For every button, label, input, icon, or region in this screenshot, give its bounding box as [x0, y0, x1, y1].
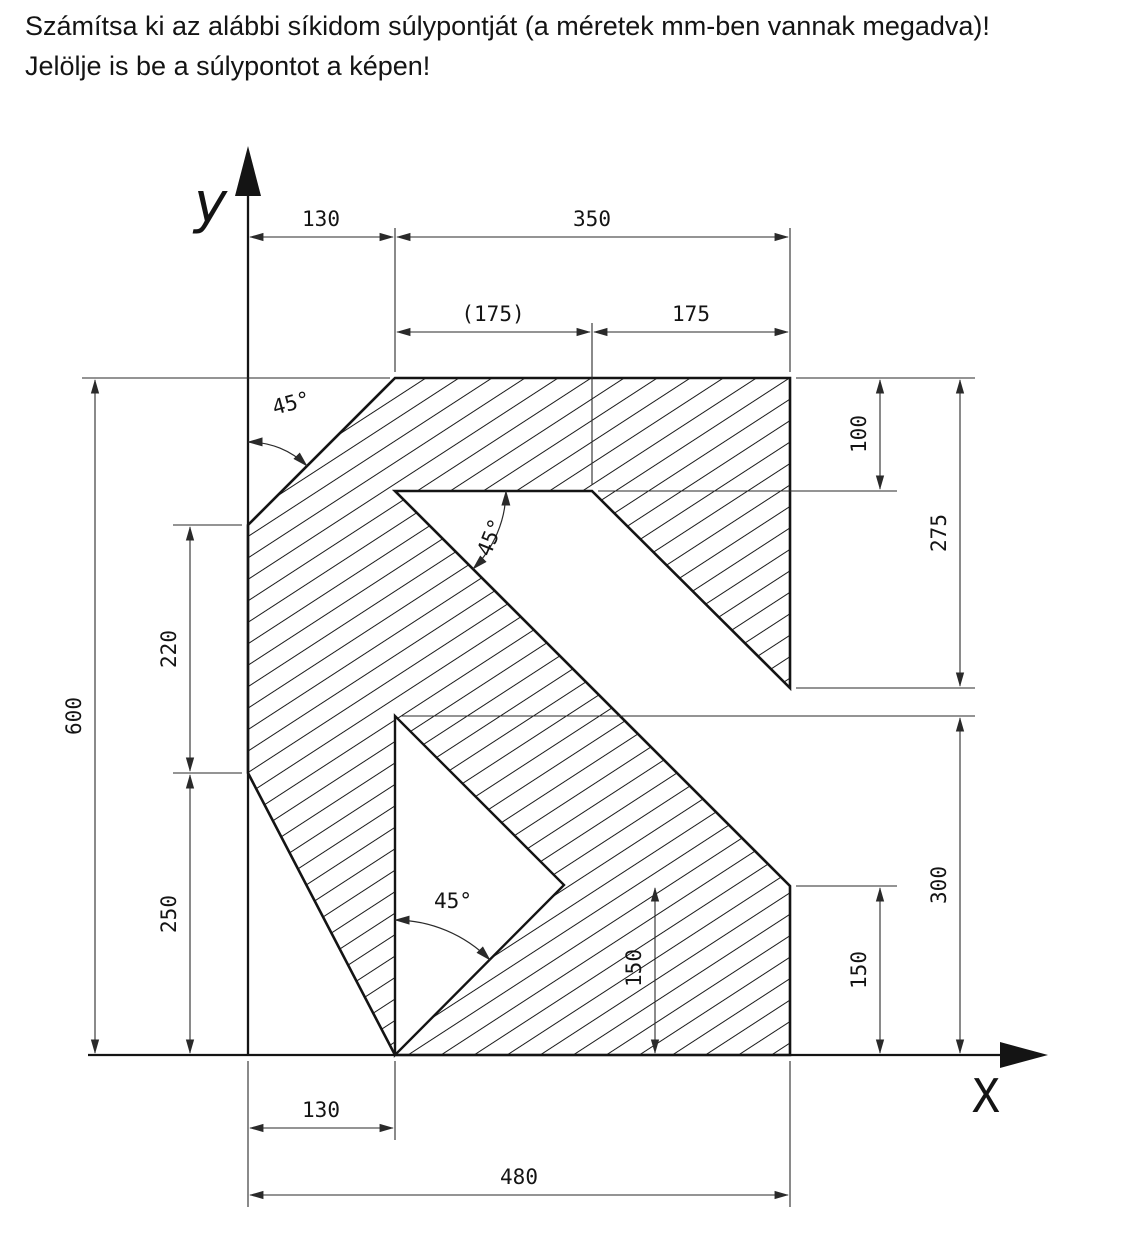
angle-top-45-value: 45°: [270, 387, 313, 420]
dim-bottom-480-value: 480: [500, 1165, 538, 1189]
dim-left-220: 220: [157, 526, 195, 772]
dim-bottom-480: 480: [249, 1165, 789, 1200]
dim-top-175-aux-value: (175): [461, 302, 524, 326]
angle-middle-45-value: 45°: [472, 515, 508, 559]
dim-right-300-value: 300: [927, 866, 951, 904]
dim-top-350: 350: [396, 207, 789, 242]
dim-top-130: 130: [249, 207, 394, 242]
x-axis-label: X: [972, 1069, 1000, 1123]
dim-left-220-value: 220: [157, 630, 181, 668]
dim-inner-150: 150: [622, 887, 660, 1054]
angle-bottom-45-value: 45°: [434, 889, 472, 913]
dim-right-150: 150: [847, 887, 885, 1054]
dim-right-100: 100: [847, 379, 885, 490]
task-title: Számítsa ki az alábbi síkidom súlypontjá…: [25, 6, 990, 86]
task-title-line-2: Jelölje is be a súlypontot a képen!: [25, 51, 431, 81]
dim-top-175-value: 175: [672, 302, 710, 326]
dim-bottom-130-value: 130: [302, 1098, 340, 1122]
dim-top-350-value: 350: [573, 207, 611, 231]
angle-bottom-45: 45°: [394, 889, 491, 961]
y-axis-arrowhead-icon: [235, 146, 261, 196]
dim-right-150-value: 150: [847, 951, 871, 989]
angle-top-45: 45°: [247, 387, 313, 467]
extension-lines: [82, 228, 975, 1207]
task-title-line-1: Számítsa ki az alábbi síkidom súlypontjá…: [25, 11, 990, 41]
dim-right-275-value: 275: [927, 514, 951, 552]
figure-triangular-notch: [393, 713, 566, 1058]
dim-right-300: 300: [927, 717, 965, 1054]
dim-right-275: 275: [927, 379, 965, 687]
dim-left-250: 250: [157, 774, 195, 1054]
dim-bottom-130: 130: [249, 1098, 394, 1133]
dim-top-175-aux: (175): [396, 302, 591, 337]
angle-middle-45: 45°: [472, 490, 511, 570]
dim-left-600-value: 600: [62, 697, 86, 735]
x-axis-arrowhead-icon: [1000, 1042, 1048, 1068]
dim-inner-150-value: 150: [622, 949, 646, 987]
dim-left-250-value: 250: [157, 895, 181, 933]
dim-left-600: 600: [62, 379, 100, 1054]
y-axis-label: y: [192, 171, 228, 236]
dim-top-130-value: 130: [302, 207, 340, 231]
dim-right-100-value: 100: [847, 415, 871, 453]
dim-top-175: 175: [593, 302, 789, 337]
